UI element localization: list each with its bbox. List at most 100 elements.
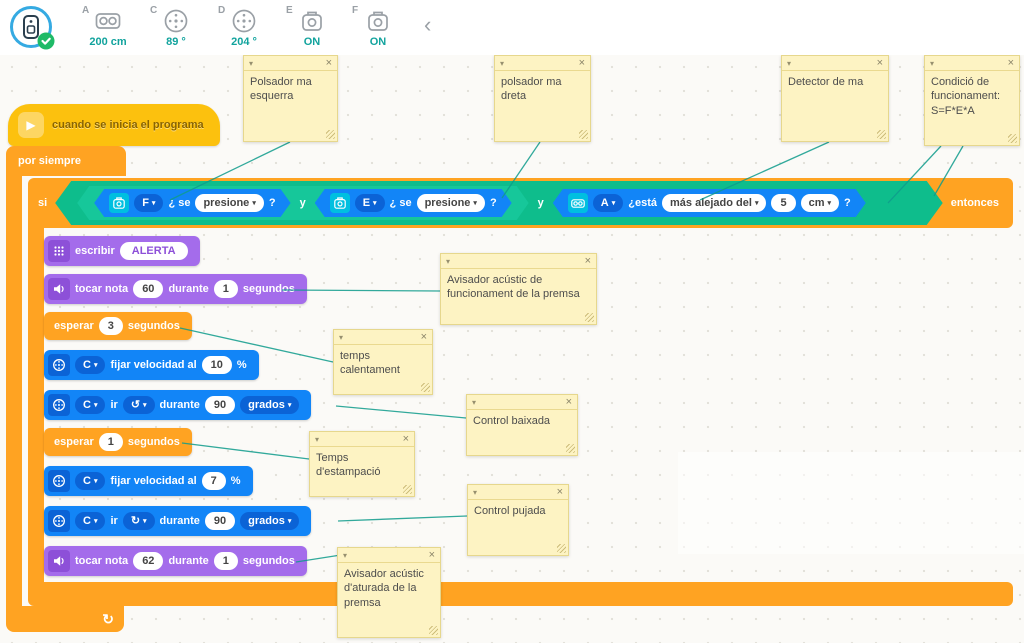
forever-block-bottom[interactable]: ↻ (6, 606, 124, 632)
port-dropdown[interactable]: E ▾ (355, 194, 385, 212)
port-indicator-f[interactable]: F ON (348, 5, 408, 48)
collapse-icon[interactable]: ▾ (930, 58, 935, 68)
comment-note[interactable]: ▾× polsador ma dreta (494, 55, 591, 142)
wait-block[interactable]: esperar 3 segundos (44, 312, 192, 340)
if-block[interactable]: si F ▾ ¿ se presione ▾ (28, 178, 1013, 228)
forever-block-top[interactable]: por siempre (6, 146, 126, 176)
seconds-input[interactable]: 1 (98, 432, 123, 452)
unit-dropdown[interactable]: grados ▾ (240, 395, 300, 415)
comment-note[interactable]: ▾× Control baixada (466, 394, 578, 456)
note-input[interactable]: 60 (133, 279, 164, 299)
wait-block[interactable]: esperar 1 segundos (44, 428, 192, 456)
comment-note[interactable]: ▾× Polsador ma esquerra (243, 55, 338, 142)
direction-dropdown[interactable]: ↺ ▾ (122, 395, 155, 415)
collapse-icon[interactable]: ▾ (473, 487, 478, 497)
close-icon[interactable]: × (420, 330, 427, 343)
port-dropdown[interactable]: C ▾ (75, 471, 106, 491)
block-label: segundos (242, 283, 295, 295)
close-icon[interactable]: × (402, 432, 409, 445)
motor-set-speed-block[interactable]: C ▾ fijar velocidad al 7 % (44, 466, 253, 496)
speed-input[interactable]: 7 (201, 471, 226, 491)
and-operator-inner[interactable]: F ▾ ¿ se presione ▾ ? y (77, 186, 528, 220)
port-indicator-a[interactable]: A 200 cm (78, 5, 138, 48)
port-value: C (83, 358, 91, 371)
unit-label: % (236, 359, 247, 371)
distance-sensor-icon (568, 193, 588, 213)
distance-sensor-condition[interactable]: A ▾ ¿está más alejado del ▾ 5 cm ▾ ? (553, 189, 866, 217)
comment-note[interactable]: ▾× temps calentament (333, 329, 433, 395)
collapse-icon[interactable]: ▾ (472, 397, 477, 407)
direction-dropdown[interactable]: ↻ ▾ (122, 511, 155, 531)
forever-block-spine[interactable] (6, 176, 22, 606)
hat-label: cuando se inicia el programa (52, 119, 204, 131)
write-block[interactable]: escribir ALERTA (44, 236, 200, 266)
close-icon[interactable]: × (1007, 56, 1014, 69)
close-icon[interactable]: × (578, 56, 585, 69)
motor-set-speed-block[interactable]: C ▾ fijar velocidad al 10 % (44, 350, 259, 380)
comparator-dropdown[interactable]: más alejado del ▾ (662, 194, 766, 212)
port-indicator-e[interactable]: E ON (282, 5, 342, 48)
if-block-spine[interactable] (28, 228, 44, 582)
port-value: ON (303, 36, 321, 48)
counterclockwise-icon: ↺ (130, 398, 141, 411)
play-note-block[interactable]: tocar nota 62 durante 1 segundos (44, 546, 307, 576)
collapse-icon[interactable]: ▾ (446, 256, 451, 266)
close-icon[interactable]: × (565, 395, 572, 408)
force-sensor-f-condition[interactable]: F ▾ ¿ se presione ▾ ? (94, 189, 290, 217)
comment-note[interactable]: ▾× Control pujada (467, 484, 569, 556)
if-block-bottom[interactable] (28, 582, 1013, 606)
hub-device-button[interactable] (8, 3, 58, 53)
unit-dropdown[interactable]: cm ▾ (801, 194, 839, 212)
collapse-icon[interactable]: ▾ (339, 332, 344, 342)
option-dropdown[interactable]: presione ▾ (417, 194, 485, 212)
close-icon[interactable]: × (584, 254, 591, 267)
comment-note[interactable]: ▾× Avisador acústic d'aturada de la prem… (337, 547, 441, 638)
faded-overlay (678, 452, 1024, 554)
caret-icon: ▾ (373, 199, 377, 207)
port-indicator-d[interactable]: D 204 ° (214, 5, 274, 48)
unit-dropdown[interactable]: grados ▾ (240, 511, 300, 531)
close-icon[interactable]: × (876, 56, 883, 69)
collapse-icon[interactable]: ▾ (787, 58, 792, 68)
and-operator-outer[interactable]: F ▾ ¿ se presione ▾ ? y (55, 181, 943, 225)
play-note-block[interactable]: tocar nota 60 durante 1 segundos (44, 274, 307, 304)
collapse-icon[interactable]: ▾ (249, 58, 254, 68)
collapse-icon[interactable]: ▾ (343, 550, 348, 560)
degrees-input[interactable]: 90 (204, 511, 236, 531)
comment-note[interactable]: ▾× Temps d'estampació (309, 431, 415, 497)
port-dropdown[interactable]: C ▾ (75, 355, 106, 375)
block-label: durante (168, 555, 209, 567)
port-dropdown[interactable]: C ▾ (75, 395, 106, 415)
motor-run-block[interactable]: C ▾ ir ↻ ▾ durante 90 grados ▾ (44, 506, 312, 536)
degrees-input[interactable]: 90 (204, 395, 236, 415)
force-sensor-e-condition[interactable]: E ▾ ¿ se presione ▾ ? (315, 189, 512, 217)
close-icon[interactable]: × (556, 485, 563, 498)
comment-note[interactable]: ▾× Avisador acústic de funcionament de l… (440, 253, 597, 325)
option-dropdown[interactable]: presione ▾ (195, 194, 263, 212)
motor-icon (48, 394, 70, 416)
text-input[interactable]: ALERTA (119, 241, 188, 261)
close-icon[interactable]: × (325, 56, 332, 69)
collapse-panel-chevron[interactable]: ‹ (424, 12, 432, 37)
duration-input[interactable]: 1 (213, 279, 238, 299)
comparator-value: más alejado del (670, 196, 752, 209)
duration-input[interactable]: 1 (213, 551, 238, 571)
port-dropdown[interactable]: F ▾ (134, 194, 163, 212)
comment-note[interactable]: ▾× Condició de funcionament: S=F*E*A (924, 55, 1020, 146)
close-icon[interactable]: × (428, 548, 435, 561)
comment-note[interactable]: ▾× Detector de ma (781, 55, 889, 142)
option-value: presione (424, 196, 471, 209)
distance-input[interactable]: 5 (771, 194, 795, 212)
motor-run-block[interactable]: C ▾ ir ↺ ▾ durante 90 grados ▾ (44, 390, 312, 420)
port-indicator-c[interactable]: C 89 ° (146, 5, 206, 48)
seconds-input[interactable]: 3 (98, 316, 123, 336)
speed-input[interactable]: 10 (201, 355, 232, 375)
note-input[interactable]: 62 (133, 551, 164, 571)
port-dropdown[interactable]: C ▾ (75, 511, 106, 531)
collapse-icon[interactable]: ▾ (315, 434, 320, 444)
caret-icon: ▾ (287, 401, 292, 409)
play-icon: ▶ (18, 112, 44, 138)
collapse-icon[interactable]: ▾ (500, 58, 505, 68)
when-program-starts-block[interactable]: ▶ cuando se inicia el programa (8, 104, 220, 146)
port-dropdown[interactable]: A ▾ (593, 194, 623, 212)
